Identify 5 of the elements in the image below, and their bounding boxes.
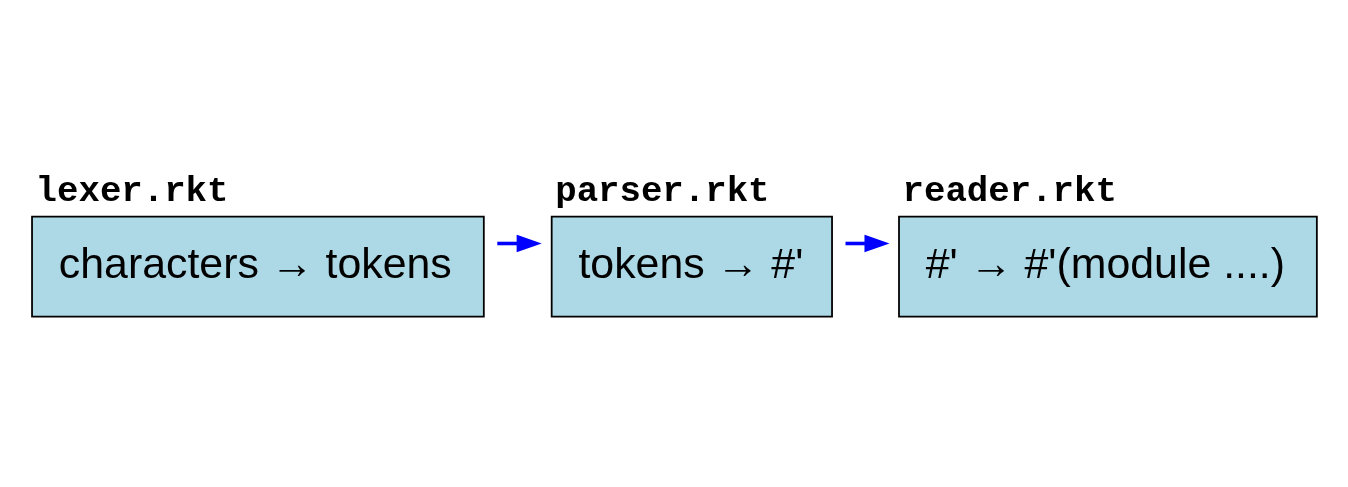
- arrow: [497, 234, 542, 253]
- node-label: reader.rkt: [902, 170, 1117, 212]
- node-label: lexer.rkt: [35, 170, 229, 212]
- arrow: [845, 234, 890, 253]
- node-label: parser.rkt: [555, 170, 770, 212]
